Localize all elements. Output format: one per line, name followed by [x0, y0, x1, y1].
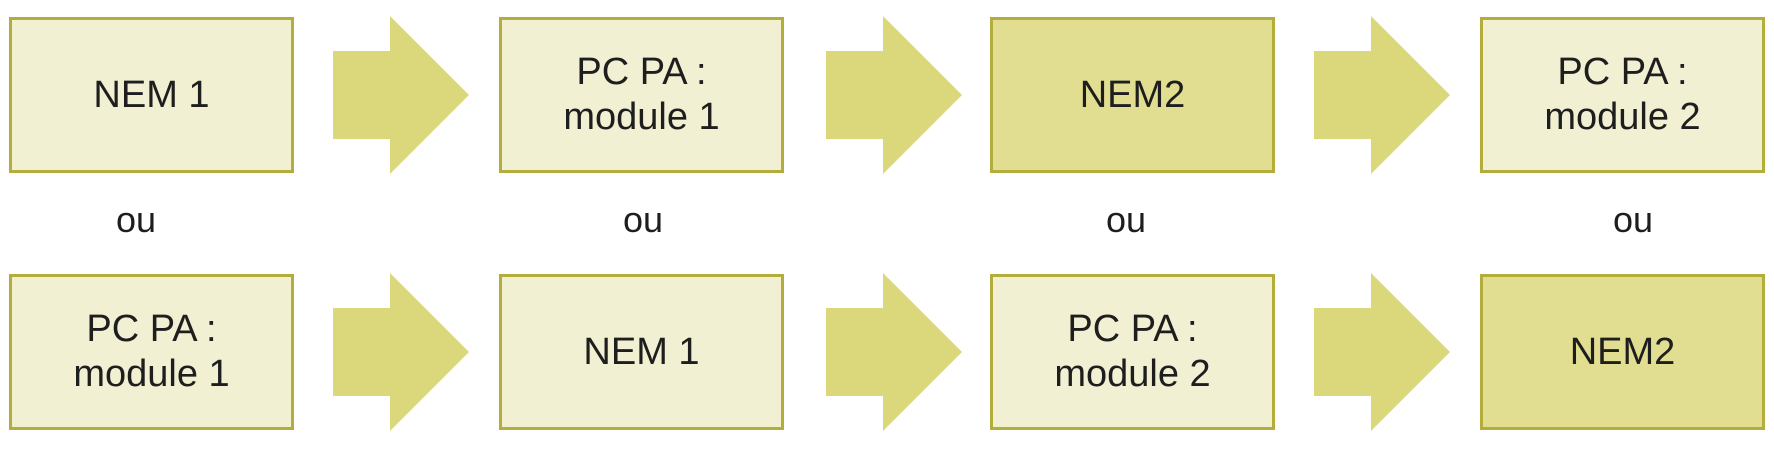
- row1-box-3: NEM2: [990, 17, 1275, 173]
- row1-box-2: PC PA : module 1: [499, 17, 784, 173]
- row2-box-2: NEM 1: [499, 274, 784, 430]
- separator-ou-3: ou: [1105, 199, 1147, 240]
- row2-box-4: NEM2: [1480, 274, 1765, 430]
- separator-ou-1: ou: [115, 199, 157, 240]
- right-arrow-icon: [333, 16, 469, 174]
- separator-ou-2: ou: [622, 199, 664, 240]
- right-arrow-icon: [826, 273, 962, 431]
- row2-box-3: PC PA : module 2: [990, 274, 1275, 430]
- right-arrow-icon: [333, 273, 469, 431]
- right-arrow-icon: [826, 16, 962, 174]
- separator-ou-4: ou: [1612, 199, 1654, 240]
- row2-box-1: PC PA : module 1: [9, 274, 294, 430]
- right-arrow-icon: [1314, 16, 1450, 174]
- row1-box-1: NEM 1: [9, 17, 294, 173]
- row1-box-4: PC PA : module 2: [1480, 17, 1765, 173]
- right-arrow-icon: [1314, 273, 1450, 431]
